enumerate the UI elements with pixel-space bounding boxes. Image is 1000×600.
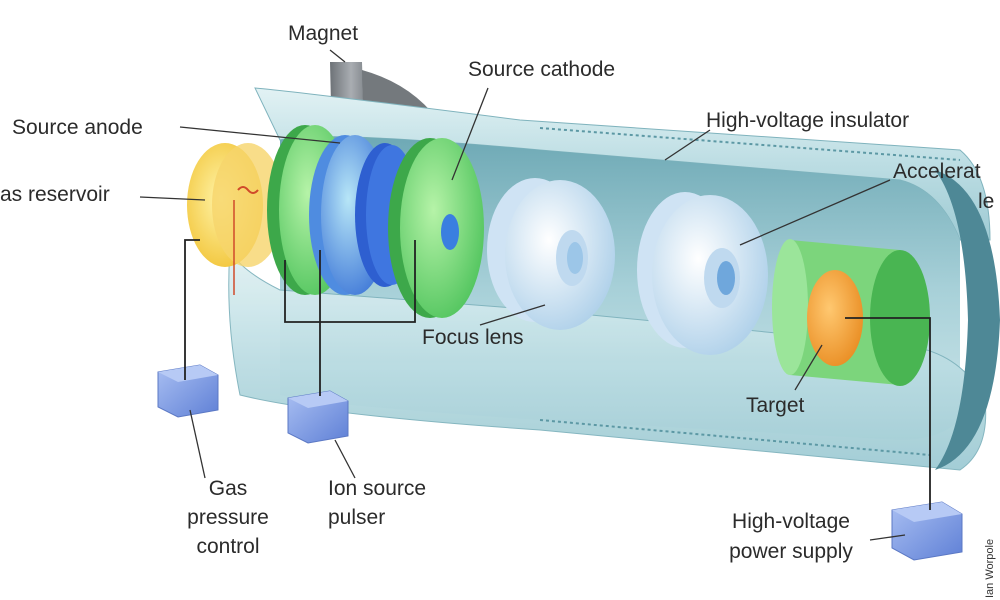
target-cup <box>772 239 930 386</box>
target-label: Target <box>746 394 805 417</box>
wiring <box>184 239 931 510</box>
ion-source-pulser-line1: Ion source <box>328 477 427 500</box>
illustrator-credit: Ian Worpole <box>984 538 996 598</box>
magnet-label: Magnet <box>288 22 359 45</box>
gas-pressure-control-label: Gas pressure control <box>168 474 288 561</box>
accelerator-lens-label-line2: le <box>978 190 995 213</box>
gas-reservoir-label: as reservoir <box>0 183 110 206</box>
leader-lines <box>139 49 906 541</box>
focus-lens-label: Focus lens <box>422 326 524 349</box>
gas-pressure-control-line1: Gas <box>208 477 248 500</box>
high-voltage-power-supply-label: High-voltage power supply <box>706 507 876 567</box>
focus-lens <box>487 178 615 330</box>
high-voltage-power-supply-line2: power supply <box>729 540 853 563</box>
gas-reservoir <box>187 143 284 295</box>
high-voltage-power-supply-line1: High-voltage <box>732 510 850 533</box>
source-cathode-label: Source cathode <box>468 58 616 81</box>
high-voltage-insulator-label: High-voltage insulator <box>706 109 910 132</box>
gas-pressure-control-box <box>157 364 219 418</box>
ion-source-pulser-label: Ion source pulser <box>328 474 478 532</box>
gas-pressure-control-line3: control <box>196 535 260 558</box>
accelerator-lens <box>637 192 768 355</box>
ion-source-pulser-box <box>287 390 349 444</box>
gas-pressure-control-line2: pressure <box>187 506 269 529</box>
accelerator-lens-label-line1: Accelerat <box>893 160 981 183</box>
source-cathode-disc <box>388 138 484 318</box>
high-voltage-power-supply-box <box>891 501 963 561</box>
source-anode-label: Source anode <box>12 116 143 139</box>
ion-source-pulser-line2: pulser <box>328 506 386 529</box>
